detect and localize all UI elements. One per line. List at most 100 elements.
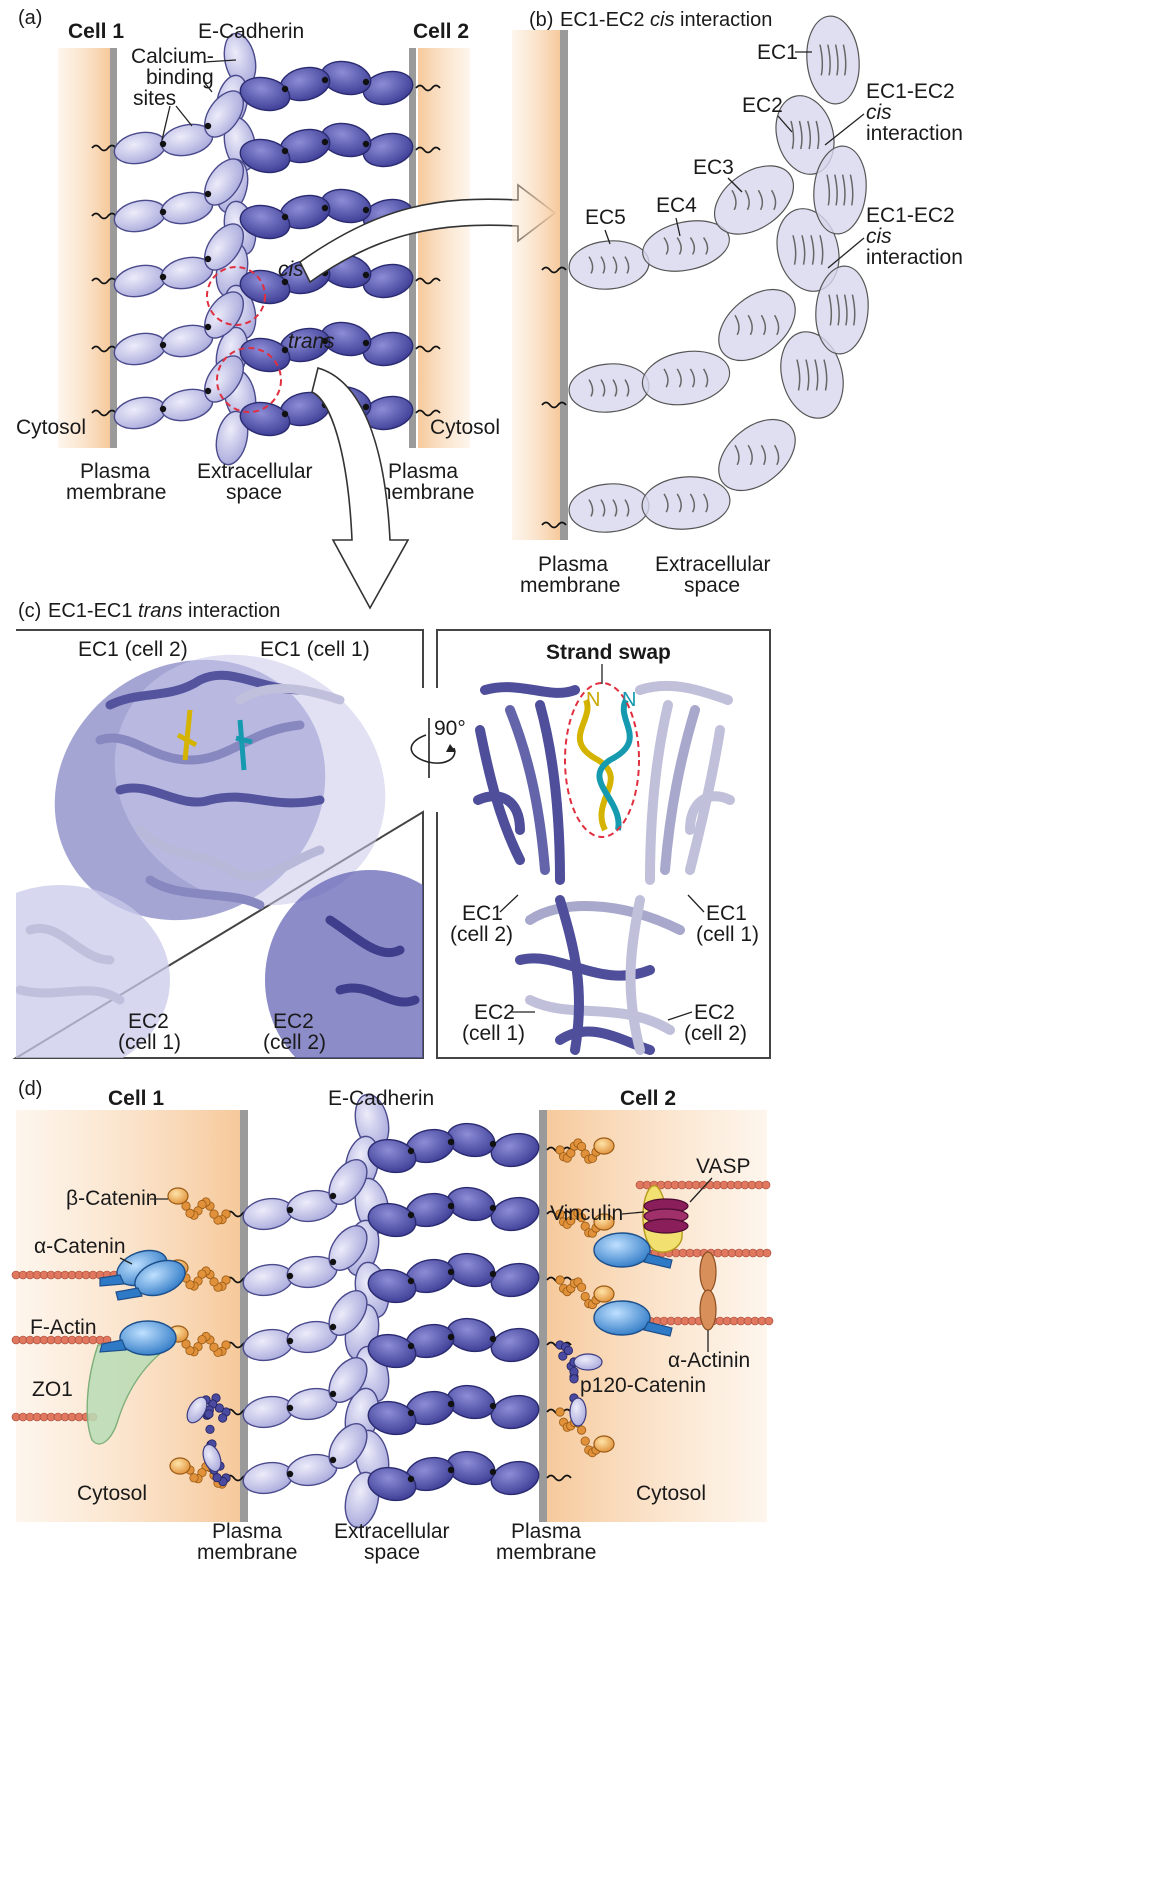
ec4-domain (641, 350, 731, 406)
ribbon (473, 791, 525, 835)
ribbon-strand (796, 359, 801, 391)
tail-cell1 (91, 345, 117, 353)
vasp-label: VASP (696, 1155, 750, 1178)
extracellular-b-1: Extracellular (655, 553, 771, 576)
calcium-site (204, 122, 212, 130)
alpha-catenin-right-lower-tail (643, 1321, 673, 1337)
calcium-site (407, 1211, 415, 1219)
ribbon-strand (843, 294, 848, 326)
alpha-catenin-label: α-Catenin (34, 1235, 126, 1258)
ec-domain-light (328, 1290, 368, 1336)
ec-domain-dark (362, 132, 414, 168)
plasma-membrane-right-d (539, 1110, 547, 1522)
p120-left-bottom (202, 1443, 222, 1473)
extracellular-b-2: space (684, 574, 740, 597)
tail-cell1 (91, 277, 117, 285)
ribbon-strand (612, 256, 618, 274)
calcium-site (362, 339, 370, 347)
ec-domain-light (113, 264, 167, 298)
ec-domain-dark (490, 1460, 540, 1496)
ribbon-strand (836, 294, 840, 326)
ec1-cell1-label: EC1 (cell 1) (260, 638, 370, 661)
calcium-site (281, 147, 289, 155)
ribbon-strand (834, 44, 839, 76)
ec-domain-light (328, 1423, 368, 1469)
alpha-catenin-right-upper (593, 1232, 651, 1268)
ribbon-strand (734, 314, 740, 336)
ec1-domain (815, 265, 869, 355)
pm-right-d-2: membrane (496, 1541, 596, 1564)
alpha-catenin-upper-b (134, 1259, 186, 1297)
ribbon-strand (807, 120, 812, 150)
p120-bead (558, 1351, 568, 1361)
calcium-site (286, 1404, 294, 1412)
ribbon-strand (588, 256, 594, 274)
ribbon-strand (827, 44, 831, 76)
ribbon (660, 705, 700, 875)
calcium-site (281, 410, 289, 418)
ribbon-strand (676, 237, 682, 255)
ribbons-side-view (473, 680, 735, 1055)
ec-domain-light (215, 410, 249, 466)
calcium-site (159, 208, 167, 216)
strand-swap-highlight (564, 682, 640, 838)
ec-domain-dark (239, 269, 291, 305)
calcium-site (489, 1402, 497, 1410)
plasma-membrane-b (560, 30, 568, 540)
ec-domain-dark (367, 1466, 417, 1502)
ribbon-strand (790, 120, 795, 150)
calcium-site (447, 1333, 455, 1341)
calcium-site (489, 1335, 497, 1343)
right-ec1-cell1-2: (cell 1) (696, 923, 759, 946)
calcium-site (159, 405, 167, 413)
tail-cell2 (546, 1474, 572, 1482)
ribbon-strand (798, 120, 803, 150)
teal-strand-top (235, 719, 253, 771)
pm-b-2: membrane (520, 574, 620, 597)
ribbon-strand (702, 368, 709, 388)
ec-domain-light (242, 1263, 294, 1297)
ec2-cell2-left-2: (cell 2) (263, 1031, 326, 1054)
ribbon-strand (849, 174, 854, 206)
ec-domain-dark (362, 331, 414, 367)
beta-catenin-bead (197, 1335, 207, 1345)
trans-label: trans (288, 330, 335, 353)
ribbon-strand (731, 189, 737, 211)
calcium-site (286, 1206, 294, 1214)
f-actin-label: F-Actin (30, 1316, 97, 1339)
zo1-label: ZO1 (32, 1378, 73, 1401)
ec2-cell2-shade (265, 870, 423, 1058)
vinculin-label: Vinculin (550, 1202, 623, 1225)
beta-catenin-bead (209, 1209, 219, 1219)
alpha-catenin-right-upper-tail (643, 1253, 673, 1269)
pm-right-a-2: membrane (374, 481, 474, 504)
ec-domain-light (242, 1197, 294, 1231)
p120-bead (205, 1424, 215, 1434)
ribbon (685, 791, 735, 835)
ec4-label: EC4 (656, 194, 697, 217)
cytosol-left-a: Cytosol (16, 416, 86, 439)
calcium-site (362, 206, 370, 214)
alpha-catenin-lower (119, 1320, 177, 1356)
ec-domain-dark (367, 1333, 417, 1369)
panel-a: (a) Cell 1 E-Cadherin Cell 2 Calcium- bi… (16, 7, 500, 504)
ec2-label: EC2 (742, 94, 783, 117)
ec-domain-light (203, 291, 245, 339)
calcium-site (407, 1409, 415, 1417)
ribbon-strand (600, 379, 606, 397)
n-terminus-yellow: N (586, 689, 600, 711)
ribbons-top-view (16, 670, 420, 1007)
calcium-site (489, 1270, 497, 1278)
ec4-domain (642, 220, 730, 272)
ribbon-strand (689, 368, 696, 388)
ribbon-strand (770, 189, 777, 211)
cytosol-b (512, 30, 560, 540)
calcium-site (159, 341, 167, 349)
cell2-cytosol-d (547, 1110, 767, 1522)
plasma-membrane-right (409, 48, 416, 448)
ec4-domain (641, 476, 731, 530)
vinculin-leader (621, 1211, 645, 1215)
beta-catenin-label: β-Catenin (66, 1187, 157, 1210)
ec-domain-light (203, 223, 245, 271)
ribbon-strand (826, 174, 831, 206)
